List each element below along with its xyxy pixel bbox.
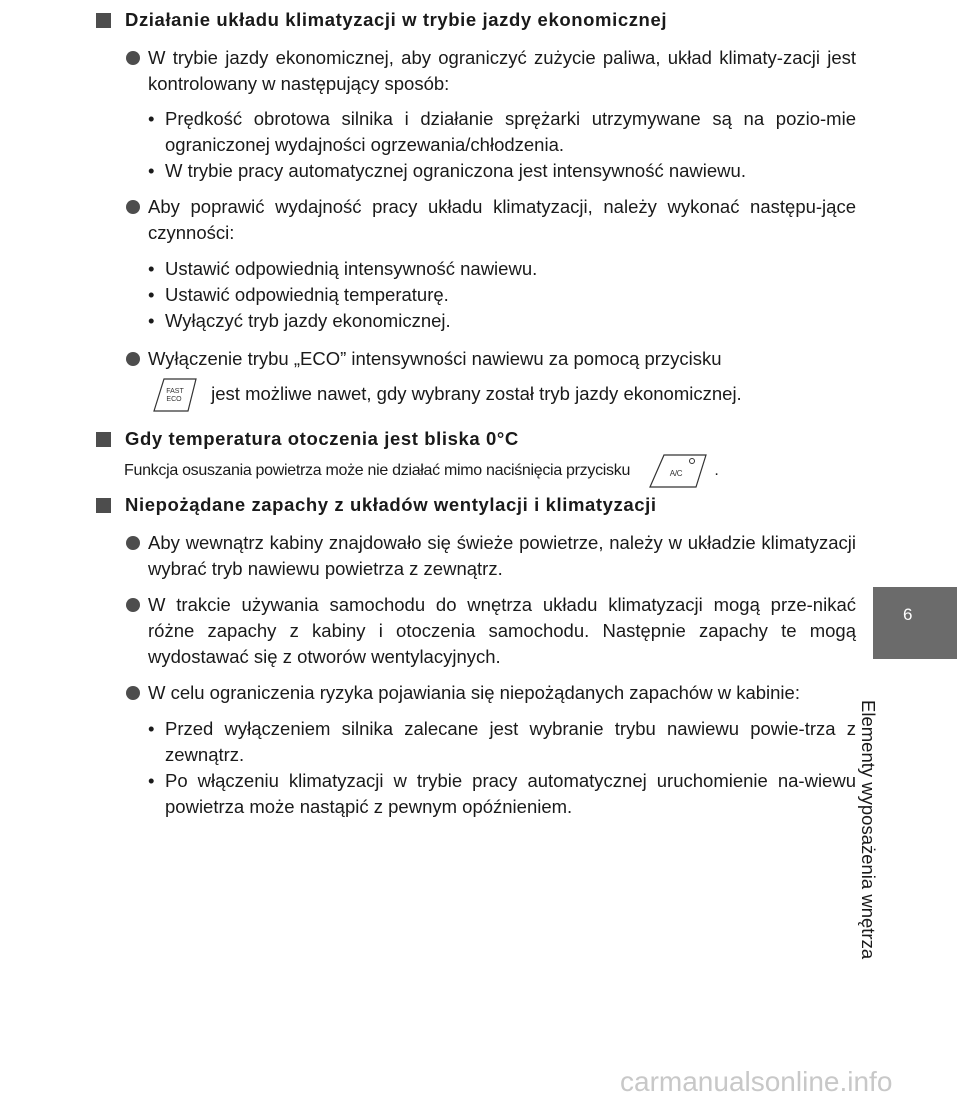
- note-text: Funkcja osuszania powietrza może nie dzi…: [124, 462, 631, 480]
- sub-item-text: Wyłączyć tryb jazdy ekonomicznej.: [165, 310, 451, 331]
- bullet-text: W celu ograniczenia ryzyka pojawiania si…: [148, 682, 800, 703]
- bullet-text: W trybie jazdy ekonomicznej, aby ogranic…: [148, 47, 856, 94]
- chapter-number: 6: [903, 605, 913, 624]
- section-heading: Gdy temperatura otoczenia jest bliska 0°…: [96, 426, 856, 452]
- round-bullet-icon: [126, 200, 140, 214]
- sub-item: •Ustawić odpowiednią temperaturę.: [148, 284, 449, 305]
- bullet-item: W celu ograniczenia ryzyka pojawiania si…: [96, 680, 856, 706]
- square-bullet-icon: [96, 498, 111, 513]
- ac-button-icon: A/C: [649, 454, 708, 488]
- round-bullet-icon: [126, 686, 140, 700]
- watermark: carmanualsonline.info: [620, 1066, 893, 1097]
- square-bullet-icon: [96, 432, 111, 447]
- bullet-item: Wyłączenie trybu „ECO” intensywności naw…: [96, 346, 856, 372]
- bullet-text: Wyłączenie trybu „ECO” intensywności naw…: [148, 348, 722, 369]
- fast-eco-button-top: FAST: [166, 388, 184, 395]
- section-heading-text: Gdy temperatura otoczenia jest bliska 0°…: [125, 428, 519, 449]
- sub-item: •Prędkość obrotowa silnika i działanie s…: [148, 108, 856, 155]
- sub-item: •Ustawić odpowiednią intensywność nawiew…: [148, 258, 538, 279]
- ac-button-label: A/C: [670, 469, 683, 478]
- section-heading: Działanie układu klimatyzacji w trybie j…: [96, 7, 856, 33]
- bullet-item: Aby wewnątrz kabiny znajdowało się śwież…: [96, 530, 856, 582]
- section-heading-text: Działanie układu klimatyzacji w trybie j…: [125, 9, 668, 30]
- sub-item: •Wyłączyć tryb jazdy ekonomicznej.: [148, 310, 451, 331]
- bullet-item: Aby poprawić wydajność pracy układu klim…: [96, 194, 856, 246]
- sub-item-text: Prędkość obrotowa silnika i działanie sp…: [165, 108, 856, 155]
- round-bullet-icon: [126, 51, 140, 65]
- fast-eco-button-icon: FAST ECO: [153, 378, 197, 412]
- chapter-tab: 6: [873, 587, 957, 659]
- square-bullet-icon: [96, 13, 111, 28]
- page-content: Działanie układu klimatyzacji w trybie j…: [96, 0, 856, 820]
- bullet-text: Aby poprawić wydajność pracy układu klim…: [148, 196, 856, 243]
- sub-item-text: W trybie pracy automatycznej ograniczona…: [165, 160, 746, 181]
- sub-item-text: Ustawić odpowiednią temperaturę.: [165, 284, 449, 305]
- sub-item-text: Przed wyłączeniem silnika zalecane jest …: [165, 718, 856, 765]
- bullet-item: W trybie jazdy ekonomicznej, aby ogranic…: [96, 45, 856, 97]
- chapter-title-vertical: Elementy wyposażenia wnętrza: [858, 700, 901, 1020]
- fast-eco-button-bottom: ECO: [166, 396, 182, 403]
- sub-item-text: Po włączeniu klimatyzacji w trybie pracy…: [165, 770, 856, 817]
- sub-list: •Prędkość obrotowa silnika i działanie s…: [96, 106, 856, 184]
- chapter-title: Elementy wyposażenia wnętrza: [858, 700, 879, 960]
- sub-item-text: Ustawić odpowiednią intensywność nawiewu…: [165, 258, 538, 279]
- bullet-item: W trakcie używania samochodu do wnętrza …: [96, 592, 856, 670]
- sub-list: •Przed wyłączeniem silnika zalecane jest…: [96, 716, 856, 820]
- section-heading-text: Niepożądane zapachy z układów wentylacji…: [125, 494, 657, 515]
- bullet-text: W trakcie używania samochodu do wnętrza …: [148, 594, 856, 667]
- section-heading: Niepożądane zapachy z układów wentylacji…: [96, 492, 856, 518]
- sub-list: •Ustawić odpowiednią intensywność nawiew…: [96, 256, 856, 334]
- bullet-text: Aby wewnątrz kabiny znajdowało się śwież…: [148, 532, 856, 579]
- round-bullet-icon: [126, 598, 140, 612]
- section-note: Funkcja osuszania powietrza może nie dzi…: [96, 454, 856, 488]
- bullet-continuation: FAST ECO jest możliwe nawet, gdy wybrany…: [96, 378, 856, 412]
- sub-item: •Przed wyłączeniem silnika zalecane jest…: [148, 718, 856, 765]
- sub-item: •W trybie pracy automatycznej ograniczon…: [148, 160, 746, 181]
- note-end: .: [714, 462, 719, 480]
- sub-item: •Po włączeniu klimatyzacji w trybie prac…: [148, 770, 856, 817]
- round-bullet-icon: [126, 352, 140, 366]
- round-bullet-icon: [126, 536, 140, 550]
- bullet-text-after-icon: jest możliwe nawet, gdy wybrany został t…: [211, 382, 742, 404]
